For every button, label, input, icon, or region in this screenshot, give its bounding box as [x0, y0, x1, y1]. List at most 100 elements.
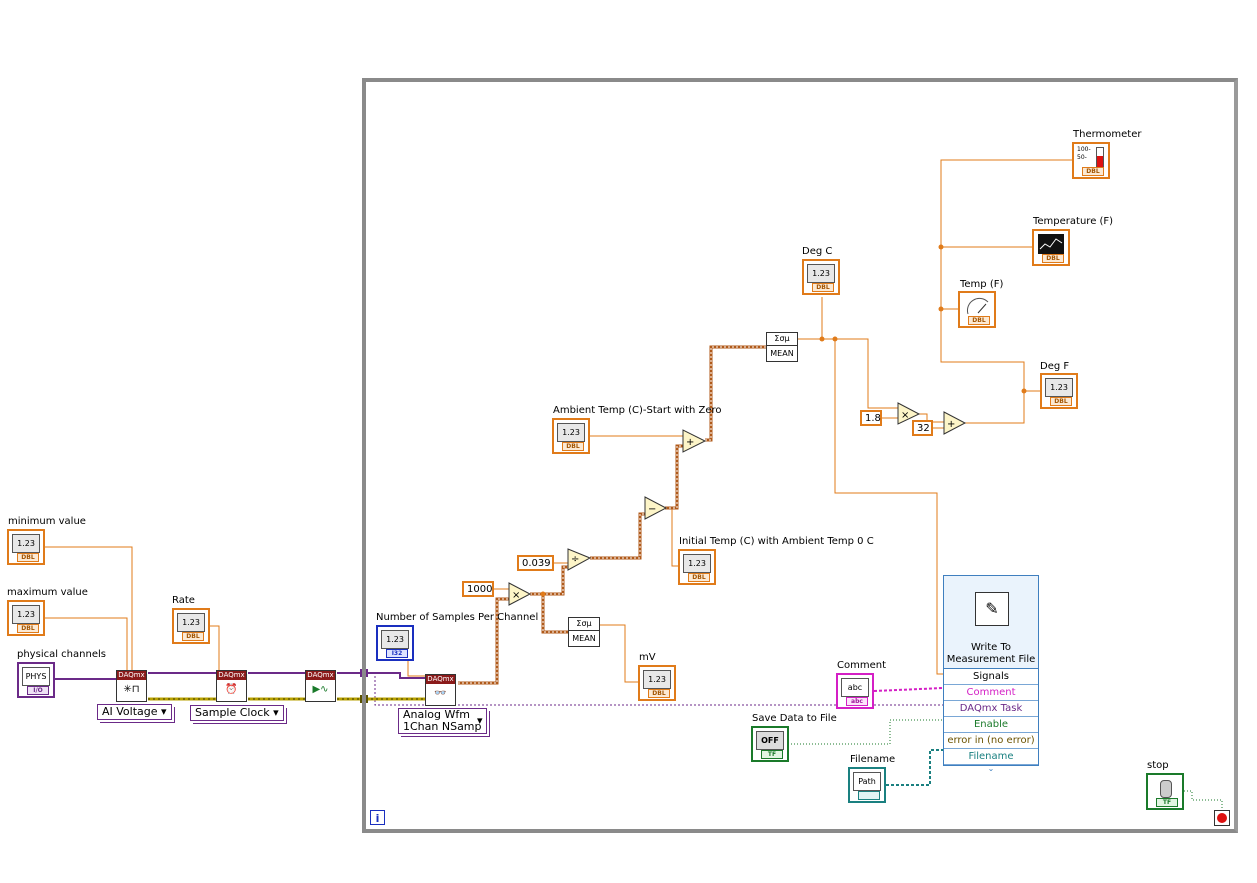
iteration-terminal: i [370, 810, 385, 825]
filename-label: Filename [850, 754, 896, 765]
therm-50: 50- [1077, 154, 1087, 161]
deg-c-indicator: 1.23 DBL [802, 259, 840, 295]
mv-indicator: 1.23 DBL [638, 665, 676, 701]
thermometer-indicator: 100- 50- DBL [1072, 142, 1110, 179]
add-f-node [943, 411, 967, 435]
daqmx-timing-vi[interactable]: DAQmx ⏰ [216, 670, 247, 702]
rate-label: Rate [172, 595, 195, 606]
mean-label: MEAN [572, 634, 596, 643]
therm-scale: 100- 50- [1077, 146, 1091, 162]
analog-wfm-line1: Analog Wfm [403, 708, 470, 721]
ambient-temp-control[interactable]: 1.23 DBL [552, 418, 590, 454]
daqmx-start-icon: ▶∿ [312, 684, 329, 695]
comment-control[interactable]: abc abc [836, 673, 874, 709]
filename-control[interactable]: Path [848, 767, 886, 803]
mean-temp-vi[interactable]: Σσμ MEAN [766, 332, 798, 362]
add-node [682, 429, 707, 453]
num-samples-control[interactable]: 1.23 I32 [376, 625, 414, 661]
save-data-toggle[interactable]: OFF TF [751, 726, 789, 762]
thermometer-icon [1096, 147, 1104, 169]
stop-terminal-icon [1217, 813, 1227, 823]
path-display: Path [853, 772, 881, 791]
input-daqmx-task[interactable]: DAQmx Task [944, 701, 1038, 717]
dbl-tag: DBL [1050, 397, 1072, 406]
tf-tag: TF [1156, 798, 1178, 807]
save-data-label: Save Data to File [752, 713, 837, 724]
dbl-tag: DBL [182, 632, 204, 641]
numeric-display: 1.23 [12, 605, 40, 624]
numeric-display: 1.23 [683, 554, 711, 573]
daqmx-header: DAQmx [306, 671, 335, 680]
numeric-display: 1.23 [177, 613, 205, 632]
write-to-file-icon: ✎ [975, 592, 1009, 626]
loop-condition-terminal[interactable] [1214, 810, 1230, 826]
stop-button[interactable]: TF [1146, 773, 1184, 810]
sample-clock-label: Sample Clock [195, 706, 270, 719]
mv-label: mV [639, 652, 656, 663]
input-filename[interactable]: Filename [944, 749, 1038, 765]
daqmx-start-vi[interactable]: DAQmx ▶∿ [305, 670, 336, 702]
dbl-tag: DBL [17, 553, 39, 562]
daqmx-create-channel-vi[interactable]: DAQmx ✳⊓ [116, 670, 147, 702]
string-display: abc [841, 678, 869, 697]
input-error-in[interactable]: error in (no error) [944, 733, 1038, 749]
deg-f-indicator: 1.23 DBL [1040, 373, 1078, 409]
input-comment[interactable]: Comment [944, 685, 1038, 701]
initial-temp-indicator: 1.23 DBL [678, 549, 716, 585]
input-enable[interactable]: Enable [944, 717, 1038, 733]
express-title-line1: Write To [970, 642, 1012, 653]
daqmx-read-vi[interactable]: DAQmx 👓 [425, 674, 456, 706]
wire-junctions [540, 244, 1027, 597]
constant-1000[interactable]: 1000 [462, 581, 494, 597]
while-loop [362, 78, 1238, 833]
task-wires [55, 672, 943, 706]
tf-tag: TF [761, 750, 783, 759]
gauge-icon [966, 296, 990, 316]
chevron-down-icon: ▾ [161, 705, 167, 718]
dbl-tag: DBL [562, 442, 584, 451]
temp-f-gauge: DBL [958, 291, 996, 328]
off-display: OFF [756, 731, 784, 750]
maximum-value-control[interactable]: 1.23 DBL [7, 600, 45, 636]
expand-handle-icon[interactable]: ⌄ [987, 764, 995, 773]
express-vi-title: Write To Measurement File [944, 642, 1038, 666]
abc-tag: abc [846, 697, 868, 706]
deg-c-label: Deg C [802, 246, 833, 257]
i32-tag: I32 [386, 649, 408, 658]
daqmx-read-icon: 👓 [434, 688, 447, 699]
chart-icon [1038, 234, 1064, 254]
path-wire [886, 749, 943, 786]
maximum-value-label: maximum value [7, 587, 88, 598]
physical-channels-control[interactable]: PHYS I/O [17, 662, 55, 698]
write-to-measurement-file-vi[interactable]: ✎ Write To Measurement File Signals Comm… [943, 575, 1039, 773]
input-signals[interactable]: Signals [944, 669, 1038, 685]
numeric-display: 1.23 [381, 630, 409, 649]
mean-mv-vi[interactable]: Σσμ MEAN [568, 617, 600, 647]
io-tag: I/O [27, 686, 49, 695]
constant-0039[interactable]: 0.039 [517, 555, 554, 571]
analog-wfm-selector[interactable]: Analog Wfm 1Chan NSamp ▾ [398, 708, 487, 734]
chevron-down-icon: ▾ [273, 706, 279, 719]
constant-1-8[interactable]: 1.8 [860, 410, 882, 426]
constant-32[interactable]: 32 [912, 420, 933, 436]
therm-100: 100- [1077, 146, 1091, 153]
daqmx-header: DAQmx [217, 671, 246, 680]
ai-voltage-selector[interactable]: AI Voltage ▾ [97, 704, 172, 720]
physical-channels-label: physical channels [17, 649, 106, 660]
svg-text:×: × [901, 410, 909, 421]
minimum-value-label: minimum value [8, 516, 86, 527]
svg-text:÷: ÷ [571, 554, 579, 565]
initial-temp-label: Initial Temp (C) with Ambient Temp 0 C [679, 536, 874, 547]
sample-clock-selector[interactable]: Sample Clock ▾ [190, 705, 284, 721]
thermometer-label: Thermometer [1073, 129, 1142, 140]
mean-icon: Σσμ [767, 333, 797, 346]
minimum-value-control[interactable]: 1.23 DBL [7, 529, 45, 565]
subtract-node [644, 496, 668, 520]
divide-node [567, 548, 592, 571]
chevron-down-icon: ▾ [476, 714, 483, 727]
daqmx-create-channel-icon: ✳⊓ [123, 684, 140, 695]
daqmx-header: DAQmx [117, 671, 146, 680]
rate-control[interactable]: 1.23 DBL [172, 608, 210, 644]
ai-voltage-label: AI Voltage [102, 705, 158, 718]
deg-f-label: Deg F [1040, 361, 1070, 372]
